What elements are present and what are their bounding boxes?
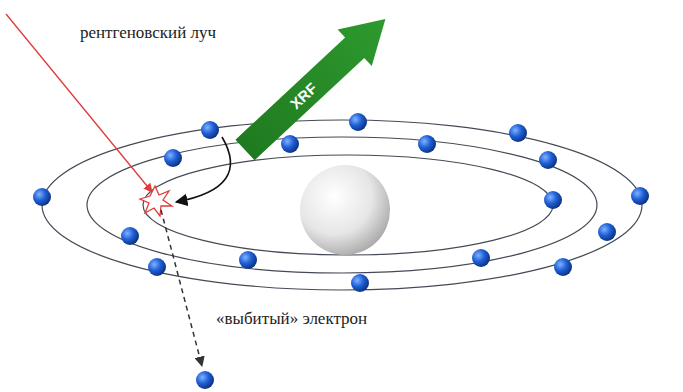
ejection-path [161, 210, 202, 366]
xrf-arrow [228, 1, 403, 169]
electrons [33, 113, 649, 389]
impact-burst [140, 186, 172, 216]
nucleus [300, 165, 390, 255]
electron-label: «выбитый» электрон [216, 308, 367, 329]
orbits [42, 120, 642, 290]
transition-arrow [176, 137, 230, 202]
beam-label: рентгеновский луч [78, 22, 218, 43]
